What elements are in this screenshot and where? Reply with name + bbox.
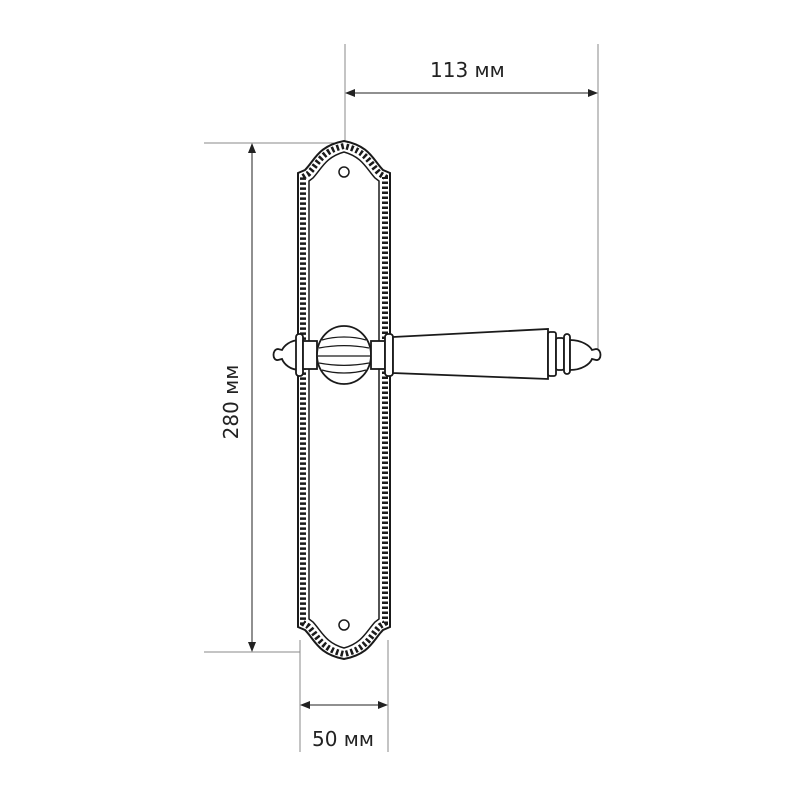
backplate: [297, 139, 391, 661]
rosette: [316, 325, 372, 385]
lever-handle: [272, 325, 602, 385]
dimension-label-handle-projection: 113 мм: [430, 58, 505, 82]
dimension-label-plate-height: 280 мм: [219, 364, 243, 440]
screw-hole-top: [338, 166, 350, 178]
dimension-label-plate-width: 50 мм: [312, 727, 374, 751]
screw-hole-bottom: [338, 619, 350, 631]
extension-lines: [204, 44, 599, 752]
dimension-lines: [248, 89, 598, 709]
